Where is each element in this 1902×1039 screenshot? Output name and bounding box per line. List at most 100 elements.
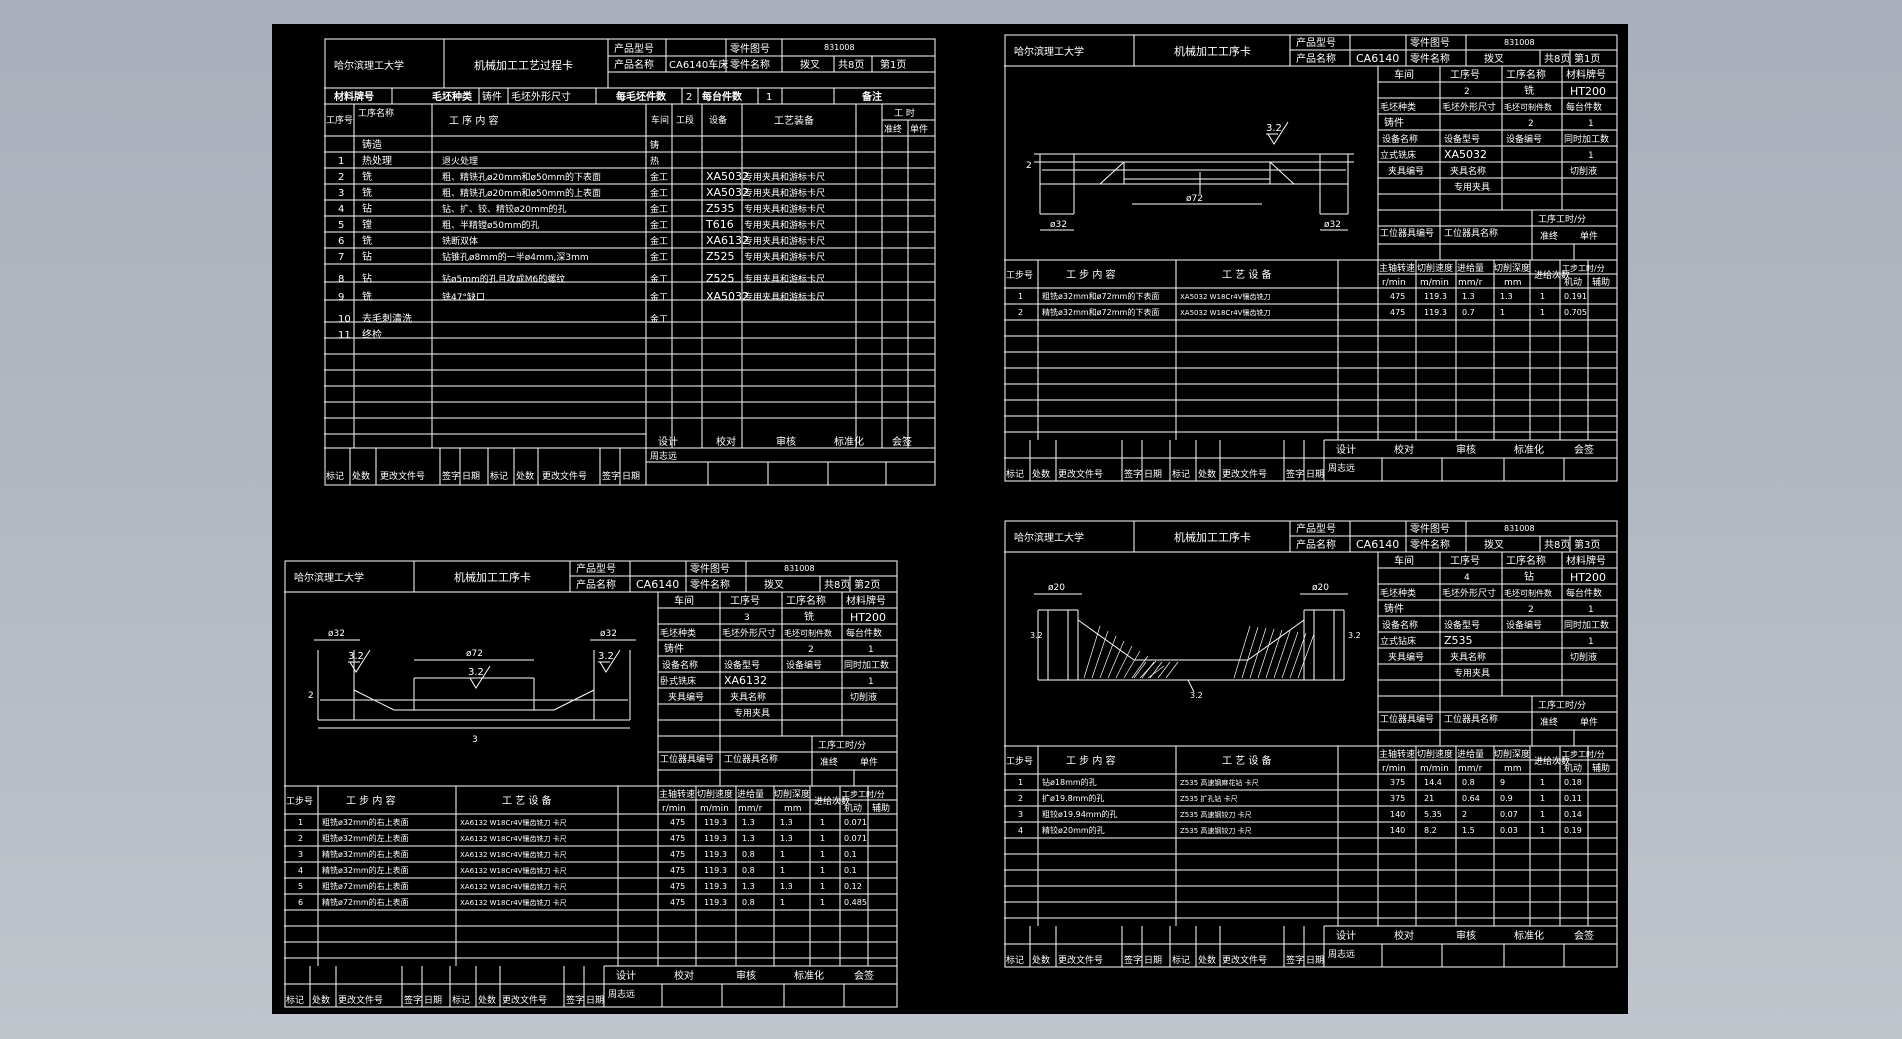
row-workshop: 金工 <box>650 273 668 285</box>
designer-name: 周志远 <box>650 450 677 462</box>
depth-label: 切削深度 <box>1494 748 1530 760</box>
designer-name: 周志远 <box>1328 462 1355 474</box>
dim-label: ø32 <box>600 629 617 639</box>
sign-standard: 标准化 <box>1514 443 1544 456</box>
mark-label: 签字 <box>442 470 460 482</box>
product-model-label: 产品型号 <box>1296 522 1336 535</box>
blank-kind-value: 铸件 <box>664 642 684 655</box>
part-name-value: 拨叉 <box>1484 52 1504 65</box>
step-spindle: 475 <box>670 850 685 859</box>
step-no-label: 工步号 <box>1006 270 1033 281</box>
hdr-op-content: 工 序 内 容 <box>449 114 499 127</box>
equip-no-label: 设备编号 <box>1506 619 1542 631</box>
step-passes: 1 <box>1540 826 1545 835</box>
passes-label: 进给次数 <box>1534 755 1570 767</box>
fixture-name-label: 夹具名称 <box>730 691 766 703</box>
step-speed: 14.4 <box>1424 778 1442 787</box>
row-tooling: 专用夹具和游标卡尺 <box>744 251 825 263</box>
sign-check: 校对 <box>716 435 736 448</box>
fixture-name-value: 专用夹具 <box>1454 181 1490 193</box>
step-feed: 0.8 <box>1462 778 1475 787</box>
prep-label: 准终 <box>1540 716 1558 728</box>
station-no-label: 工位器具编号 <box>660 753 714 765</box>
step-passes: 1 <box>820 898 825 907</box>
step-depth: 1 <box>780 866 785 875</box>
part-drawing <box>1034 121 1354 231</box>
product-name-label: 产品名称 <box>1296 52 1336 65</box>
passes-label: 进给次数 <box>1534 269 1570 281</box>
sign-check: 校对 <box>1394 443 1414 456</box>
row-tooling: 专用夹具和游标卡尺 <box>744 291 825 303</box>
row-workshop: 铸 <box>650 139 659 151</box>
blank-parts-label: 毛坯可制件数 <box>784 628 832 638</box>
op-name-label: 工序名称 <box>786 594 826 607</box>
step-passes: 1 <box>1540 292 1545 301</box>
sign-design: 设计 <box>1336 929 1356 942</box>
step-content: 扩ø19.8mm的孔 <box>1042 793 1104 803</box>
row-op-content: 粗、精铣孔ø20mm和ø50mm的上表面 <box>442 187 601 199</box>
op-no-value: 3 <box>744 613 750 623</box>
step-no: 1 <box>1018 292 1023 301</box>
part-name-label: 零件名称 <box>730 58 770 71</box>
station-name-label: 工位器具名称 <box>724 753 778 765</box>
univ-name: 哈尔滨理工大学 <box>334 59 404 72</box>
step-feed: 0.8 <box>742 850 755 859</box>
step-spindle: 140 <box>1390 810 1405 819</box>
step-depth: 1.3 <box>780 818 793 827</box>
blank-parts-value: 2 <box>1528 605 1534 615</box>
note-label: 备注 <box>861 90 882 103</box>
cut-speed-label: 切削速度 <box>1417 262 1453 274</box>
univ-name: 哈尔滨理工大学 <box>1014 45 1084 58</box>
op-time-label: 工序工时/分 <box>1538 699 1586 711</box>
part-name-label: 零件名称 <box>1410 52 1450 65</box>
card-grid <box>284 560 898 1008</box>
part-no-value: 831008 <box>824 43 855 52</box>
sign-review: 审核 <box>776 435 796 448</box>
row-op-content: 退火处理 <box>442 155 478 167</box>
mmr-unit: mm/r <box>1458 764 1483 774</box>
equip-name-label: 设备名称 <box>662 659 698 671</box>
material-value: HT200 <box>850 611 886 624</box>
op-time-label: 工序工时/分 <box>1538 213 1586 225</box>
blank-parts-value: 2 <box>686 92 692 103</box>
spindle-label: 主轴转速 <box>659 788 695 800</box>
workshop-label: 车间 <box>674 594 694 607</box>
cut-speed-label: 切削速度 <box>1417 748 1453 760</box>
simul-label: 同时加工数 <box>1564 133 1609 145</box>
aux-label: 辅助 <box>1592 276 1610 288</box>
step-speed: 119.3 <box>704 850 727 859</box>
step-feed: 1.3 <box>1462 292 1475 301</box>
hdr-unit: 单件 <box>910 123 928 135</box>
mark-label: 标记 <box>1006 468 1024 480</box>
op-no-label: 工序号 <box>1450 554 1480 567</box>
step-passes: 1 <box>820 882 825 891</box>
step-spindle: 375 <box>1390 794 1405 803</box>
row-equipment: Z535 <box>706 202 735 215</box>
mark-label: 处数 <box>352 470 370 482</box>
row-workshop: 金工 <box>650 313 668 325</box>
equip-model-label: 设备型号 <box>1444 133 1480 145</box>
material-value: HT200 <box>1570 571 1606 584</box>
step-equip: Z535 高速钢铰刀 卡尺 <box>1180 826 1252 835</box>
mark-label: 处数 <box>312 994 330 1006</box>
step-passes: 1 <box>1540 778 1545 787</box>
step-equip-label: 工 艺 设 备 <box>1222 754 1272 767</box>
process-card: 哈尔滨理工大学 机械加工工艺过程卡 产品型号 产品名称 CA6140车床 零件图… <box>324 38 936 486</box>
step-feed: 0.8 <box>742 898 755 907</box>
row-op-content: 铣47°缺口 <box>442 291 485 303</box>
dim-label: 2 <box>308 691 314 701</box>
mmr-unit: mm/r <box>1458 278 1483 288</box>
fixture-name-value: 专用夹具 <box>734 707 770 719</box>
step-time: 0.11 <box>1564 794 1582 803</box>
mpm-unit: m/min <box>700 804 729 814</box>
mm-unit: mm <box>1504 278 1522 288</box>
prep-label: 准终 <box>820 756 838 768</box>
per-part-label: 每台件数 <box>1566 101 1602 113</box>
mark-label: 更改文件号 <box>1222 954 1267 966</box>
unit-label: 单件 <box>860 756 878 768</box>
dim-label: ø32 <box>328 629 345 639</box>
mark-label: 处数 <box>1032 954 1050 966</box>
mpm-unit: m/min <box>1420 764 1449 774</box>
